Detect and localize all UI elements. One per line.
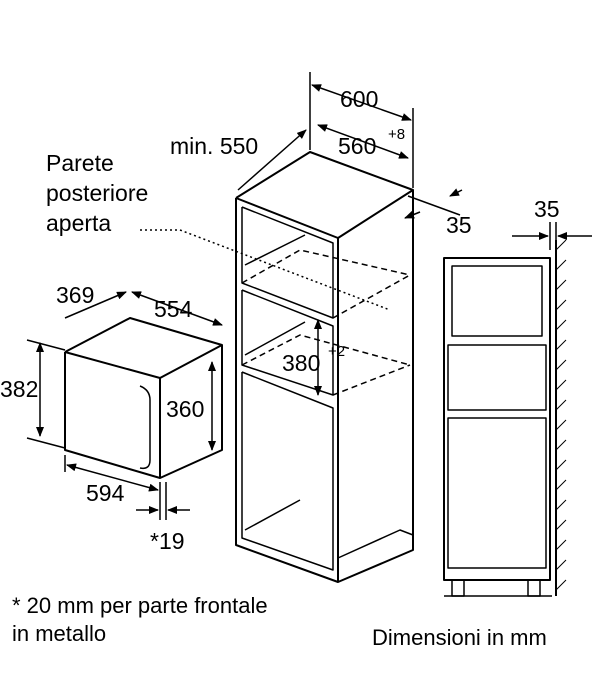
- inner-height-label: 360: [166, 396, 205, 422]
- min-depth-label: min. 550: [170, 133, 259, 159]
- appliance-width-label: 594: [86, 480, 125, 506]
- appliance-height-label: 382: [0, 376, 39, 402]
- footnote-line-2: in metallo: [12, 621, 107, 646]
- side-view-cabinet: [443, 240, 557, 597]
- side-gap-label: 35: [534, 196, 560, 222]
- rear-wall-label-1: Parete: [46, 150, 114, 176]
- microwave: [64, 317, 223, 479]
- cabinet-width-label: 600: [340, 86, 379, 112]
- rear-wall-label-3: aperta: [46, 210, 112, 236]
- footnote-line-1: * 20 mm per parte frontale: [12, 593, 268, 618]
- niche-depth-tolerance: +8: [388, 126, 406, 143]
- wall-hatch: [555, 239, 567, 591]
- appliance-depth-label: 369: [56, 282, 95, 308]
- niche-height-tolerance: +2: [328, 343, 346, 360]
- front-thickness-label: *19: [150, 528, 185, 554]
- niche-height-label: 380: [282, 350, 321, 376]
- rear-gap-label: 35: [446, 212, 472, 238]
- tall-cabinet: [235, 151, 414, 583]
- rear-wall-label-2: posteriore: [46, 180, 149, 206]
- units-label: Dimensioni in mm: [372, 625, 547, 650]
- dimension-lines: [26, 72, 592, 520]
- niche-depth-label: 560: [338, 133, 377, 159]
- appliance-top-width-label: 554: [154, 296, 193, 322]
